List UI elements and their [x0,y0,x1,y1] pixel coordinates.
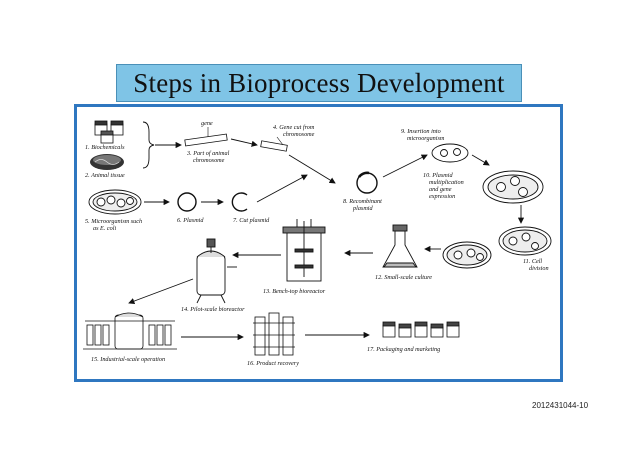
arrow-13 [128,278,194,305]
label-step-14: 14. Pilot-scale bioreactor [181,306,245,313]
label-step-1: 1. Biochemicals [85,144,125,151]
label-step-13: 13. Bench-top bioreactor [263,288,326,295]
grouping-bracket [142,121,155,169]
industrial-plant-icon [83,312,177,350]
packaged-products-icon [382,321,460,338]
label-step-4a: 4. Gene cut from [273,124,315,131]
label-step-10a: 10. Plasmid [423,172,453,179]
chromosome-gene-icon [184,127,228,147]
pilot-bioreactor-icon [196,238,237,304]
cell-division-icon [442,226,552,269]
label-step-3b: chromosome [193,157,225,164]
animal-tissue-icon [90,154,124,170]
microorganism-petri-icon [88,189,142,215]
label-step-3a: 3. Part of animal [186,150,230,157]
diagram-frame: 1. Biochemicals 2. Animal tissue gene 3.… [74,104,563,382]
footer-code: 2012431044-10 [532,401,589,410]
plasmid-multiplication-icon [482,170,544,204]
label-step-10c: and gene [429,186,452,193]
label-step-8a: 8. Recombinant [343,198,382,205]
slide-title: Steps in Bioprocess Development [133,67,505,98]
label-step-10b: multiplication [429,179,464,186]
label-step-9b: microorganism [407,135,445,142]
title-banner: Steps in Bioprocess Development [116,64,522,102]
arrow-8 [471,154,490,166]
label-step-11a: 11. Cell [523,258,542,265]
arrow-2 [230,138,258,147]
cut-plasmid-icon [231,192,248,212]
insertion-cell-icon [431,143,469,163]
label-step-5b: as E. coli [93,225,116,232]
arrow-3 [288,154,336,184]
bioprocess-diagram: 1. Biochemicals 2. Animal tissue gene 3.… [83,120,552,367]
label-step-2: 2. Animal tissue [85,172,125,179]
arrow-7 [382,154,428,178]
label-step-15: 15. Industrial-scale operation [91,356,165,363]
flask-icon [382,224,418,268]
label-step-4b: chromosome [283,131,315,138]
arrow-6 [256,174,308,203]
biochemicals-jars-icon [94,120,124,144]
label-step-10d: expression [429,193,455,200]
benchtop-bioreactor-icon [282,219,326,282]
label-step-17: 17. Packaging and marketing [367,346,440,353]
label-step-11b: division [529,265,549,272]
label-gene: gene [201,120,213,127]
gene-fragment-icon [260,136,288,152]
label-step-16: 16. Product recovery [247,360,299,367]
plasmid-icon [177,192,197,212]
label-step-5a: 5. Microorganism such [85,218,142,225]
label-step-12: 12. Small-scale culture [375,274,432,281]
product-recovery-columns-icon [253,312,295,356]
label-step-8b: plasmid [352,205,374,212]
label-step-9a: 9. Insertion into [401,128,441,135]
label-step-6: 6. Plasmid [177,217,204,224]
label-step-7: 7. Cut plasmid [233,217,270,224]
